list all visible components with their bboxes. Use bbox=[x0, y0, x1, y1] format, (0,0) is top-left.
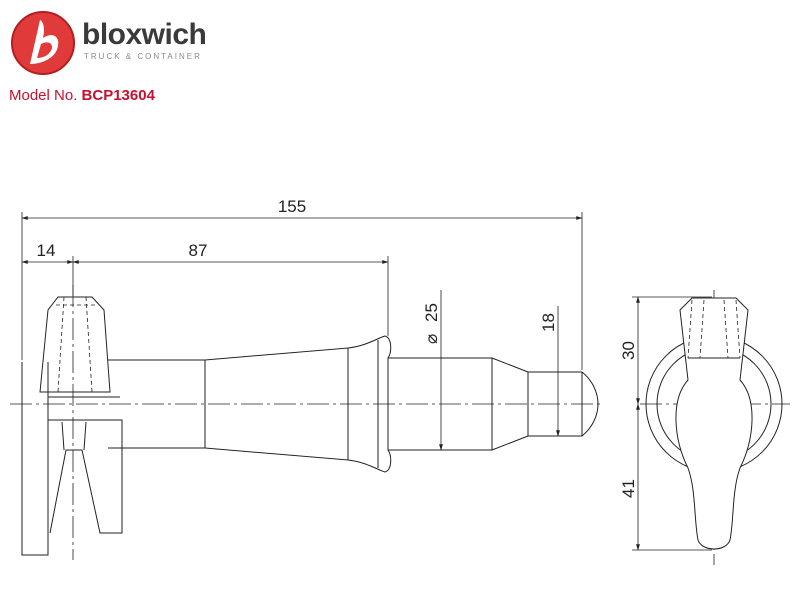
shaft bbox=[108, 359, 206, 449]
dim-handle-offset: 14 bbox=[37, 241, 56, 260]
handle-lug bbox=[39, 296, 111, 393]
dim-upper-height: 30 bbox=[619, 341, 638, 360]
header: bloxwich TRUCK & CONTAINER Model No. BCP… bbox=[0, 0, 800, 110]
locking-pin bbox=[528, 371, 599, 437]
side-dimensions bbox=[21, 212, 583, 451]
dim-pin-diameter: 18 bbox=[539, 313, 558, 332]
tapered-body bbox=[204, 347, 349, 461]
end-dimensions bbox=[632, 296, 712, 551]
end-handle bbox=[675, 297, 753, 550]
side-view bbox=[10, 285, 600, 560]
dim-diameter-symbol: ⌀ bbox=[422, 334, 441, 344]
end-view bbox=[640, 290, 790, 565]
base-plate bbox=[21, 362, 49, 556]
model-label: Model No. bbox=[9, 87, 78, 104]
model-line: Model No. BCP13604 bbox=[9, 87, 155, 104]
fork-bracket bbox=[48, 419, 123, 534]
brand-tagline: TRUCK & CONTAINER bbox=[84, 52, 202, 61]
brand-name: bloxwich bbox=[82, 18, 207, 51]
dim-diameter: 25 bbox=[422, 303, 441, 322]
dim-overall-length: 155 bbox=[278, 197, 306, 216]
dim-body-length: 87 bbox=[189, 241, 208, 260]
flange bbox=[347, 335, 392, 473]
bloxwich-b-logo-icon bbox=[11, 11, 75, 75]
pin-taper bbox=[491, 357, 529, 451]
dim-lower-height: 41 bbox=[619, 479, 638, 498]
model-number: BCP13604 bbox=[81, 87, 155, 104]
